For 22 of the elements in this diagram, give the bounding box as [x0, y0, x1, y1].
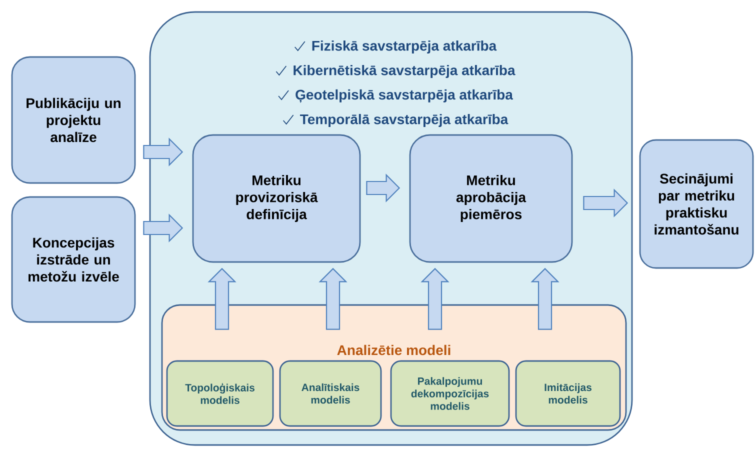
- block-arrow: [530, 268, 560, 330]
- block-arrow: [366, 174, 400, 202]
- block-arrow: [583, 188, 628, 218]
- process-box: Metriku provizoriskā definīcija: [192, 134, 361, 263]
- heading-text: Temporālā savstarpēja atkarība: [300, 114, 508, 128]
- model-box: Imitācijas modelis: [515, 360, 621, 427]
- block-arrow: [143, 214, 184, 242]
- heading-text: Kibernētiskā savstarpēja atkarība: [294, 64, 516, 78]
- heading-text: Fiziskā savstarpēja atkarība: [312, 40, 497, 54]
- process-box: Koncepcijas izstrāde un metožu izvēle: [11, 196, 136, 323]
- block-arrow: [420, 268, 450, 330]
- process-box: Metriku aprobācija piemēros: [409, 134, 573, 263]
- process-box: Secinājumi par metriku praktisku izmantošanu: [639, 139, 754, 269]
- model-box: Topoloģiskais modelis: [166, 360, 274, 427]
- group-title: Analizētie modeli: [337, 344, 450, 356]
- block-arrow: [208, 268, 236, 330]
- heading-text: Ģeotelpiskā savstarpēja atkarība: [296, 89, 514, 103]
- process-box: Publikāciju un projektu analīze: [11, 56, 136, 184]
- block-arrow: [318, 268, 348, 330]
- model-box: Analītiskais modelis: [279, 360, 382, 427]
- block-arrow: [143, 138, 184, 166]
- model-box: Pakalpojumu dekompozīcijas modelis: [390, 360, 510, 427]
